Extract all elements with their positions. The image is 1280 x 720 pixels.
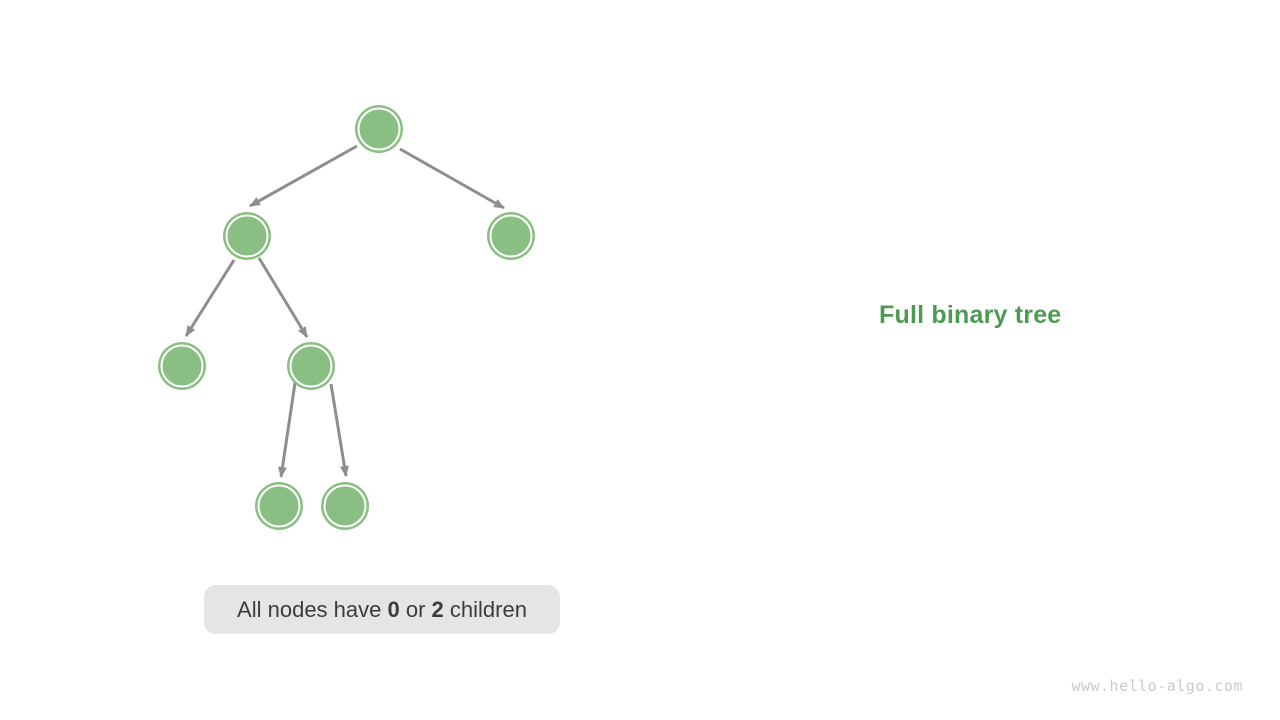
node-inner-ring <box>289 344 333 388</box>
tree-node-right <box>487 212 535 260</box>
tree-node-left <box>223 212 271 260</box>
node-inner-ring <box>489 214 533 258</box>
node-circle <box>255 482 303 530</box>
tree-node-leaf-right <box>321 482 369 530</box>
node-inner-ring <box>257 484 301 528</box>
node-inner-ring <box>160 344 204 388</box>
node-inner-ring <box>323 484 367 528</box>
node-circle <box>223 212 271 260</box>
tree-node-left-left <box>158 342 206 390</box>
caption-text-part: or <box>399 596 432 622</box>
tree-edge-left-right-to-leaf-left <box>278 382 297 478</box>
tree-edge-root-to-left <box>249 144 358 208</box>
node-inner-ring <box>357 107 401 151</box>
tree-node-left-right <box>287 342 335 390</box>
tree-edge-left-to-left-left <box>184 259 236 337</box>
caption-bold-two: 2 <box>431 596 444 622</box>
tree-node-leaf-left <box>255 482 303 530</box>
node-circle <box>287 342 335 390</box>
node-circle <box>321 482 369 530</box>
caption-text-part: children <box>443 596 527 622</box>
node-circle <box>158 342 206 390</box>
caption-text-part: All nodes have <box>237 596 388 622</box>
node-circle <box>487 212 535 260</box>
watermark-url: www.hello-algo.com <box>1071 677 1243 695</box>
caption-bold-zero: 0 <box>387 596 400 622</box>
diagram-title: Full binary tree <box>879 301 1062 329</box>
tree-edge-left-to-left-right <box>257 257 309 338</box>
tree-nodes <box>158 105 535 530</box>
tree-edge-left-right-to-leaf-right <box>329 383 349 477</box>
caption-box: All nodes have 0 or 2 children <box>204 585 560 634</box>
node-inner-ring <box>225 214 269 258</box>
tree-edge-root-to-right <box>399 147 505 210</box>
tree-node-root <box>355 105 403 153</box>
node-circle <box>355 105 403 153</box>
tree-edges <box>184 144 505 478</box>
